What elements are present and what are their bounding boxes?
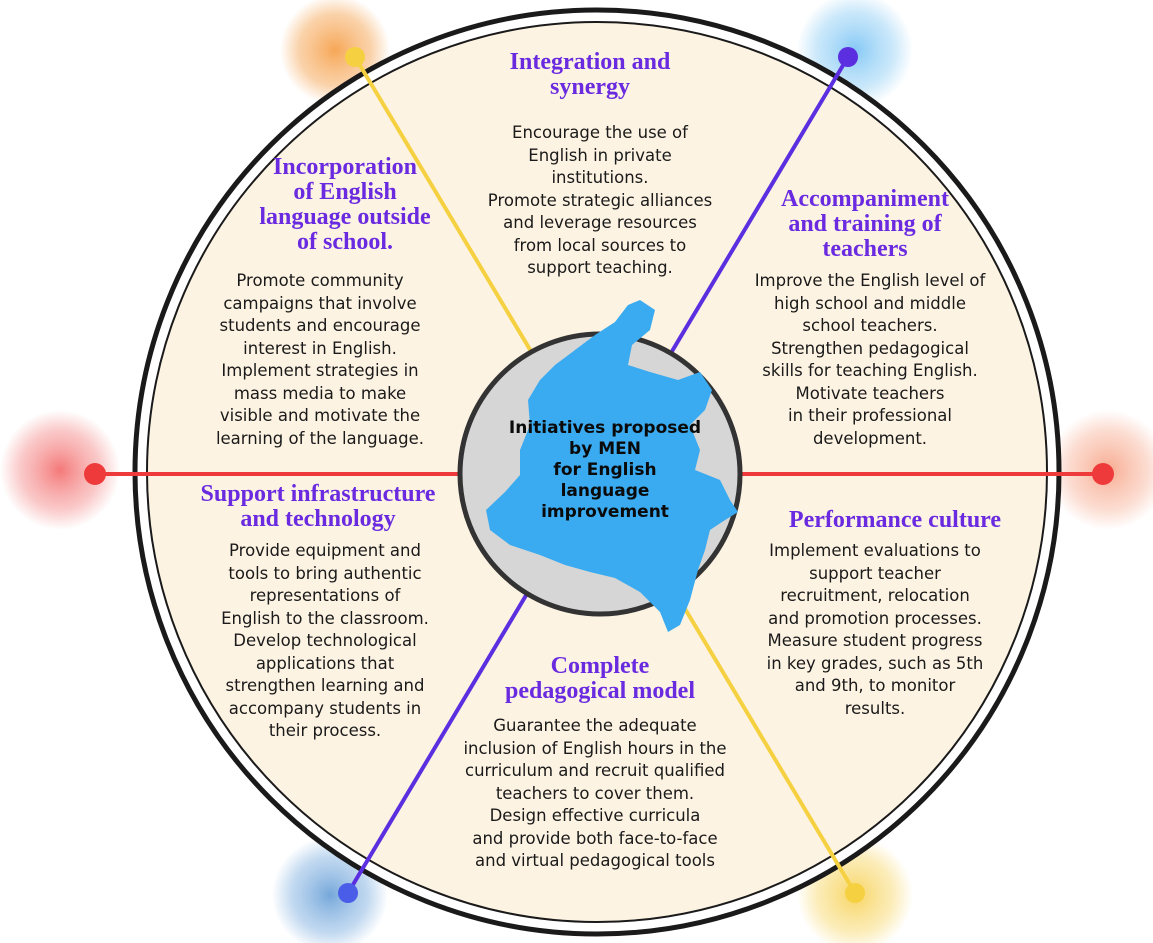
endpoint-dot-red-left — [84, 463, 106, 485]
accompaniment-text: Improve the English level of high school… — [754, 271, 986, 448]
endpoint-dot-red-right — [1092, 463, 1114, 485]
infrastructure-title: Support infrastructure and technology — [200, 481, 436, 532]
endpoint-dot-yellow-bottom — [845, 883, 865, 903]
endpoint-dot-yellow-top — [345, 47, 365, 67]
outside-school-title: Incorporation of English language outsid… — [259, 154, 431, 255]
integration-title: Integration and synergy — [509, 49, 671, 100]
integration-text: Encourage the use of English in private … — [487, 123, 713, 277]
outside-school-text: Promote community campaigns that involve… — [215, 271, 425, 448]
colombia-map — [486, 300, 738, 632]
pedagogical-title: Complete pedagogical model — [505, 653, 695, 704]
accompaniment-title: Accompaniment and training of teachers — [781, 186, 949, 262]
center-label: Initiatives proposed by MEN for English … — [508, 418, 702, 522]
endpoint-dot-blue-bottom — [338, 883, 358, 903]
performance-text: Implement evaluations to support teacher… — [766, 541, 984, 718]
endpoint-dot-purple-top — [838, 47, 858, 67]
performance-title: Performance culture — [788, 507, 1002, 533]
glow-red-left — [0, 410, 120, 530]
pedagogical-text: Guarantee the adequate inclusion of Engl… — [463, 716, 727, 870]
infrastructure-text: Provide equipment and tools to bring aut… — [221, 541, 429, 740]
